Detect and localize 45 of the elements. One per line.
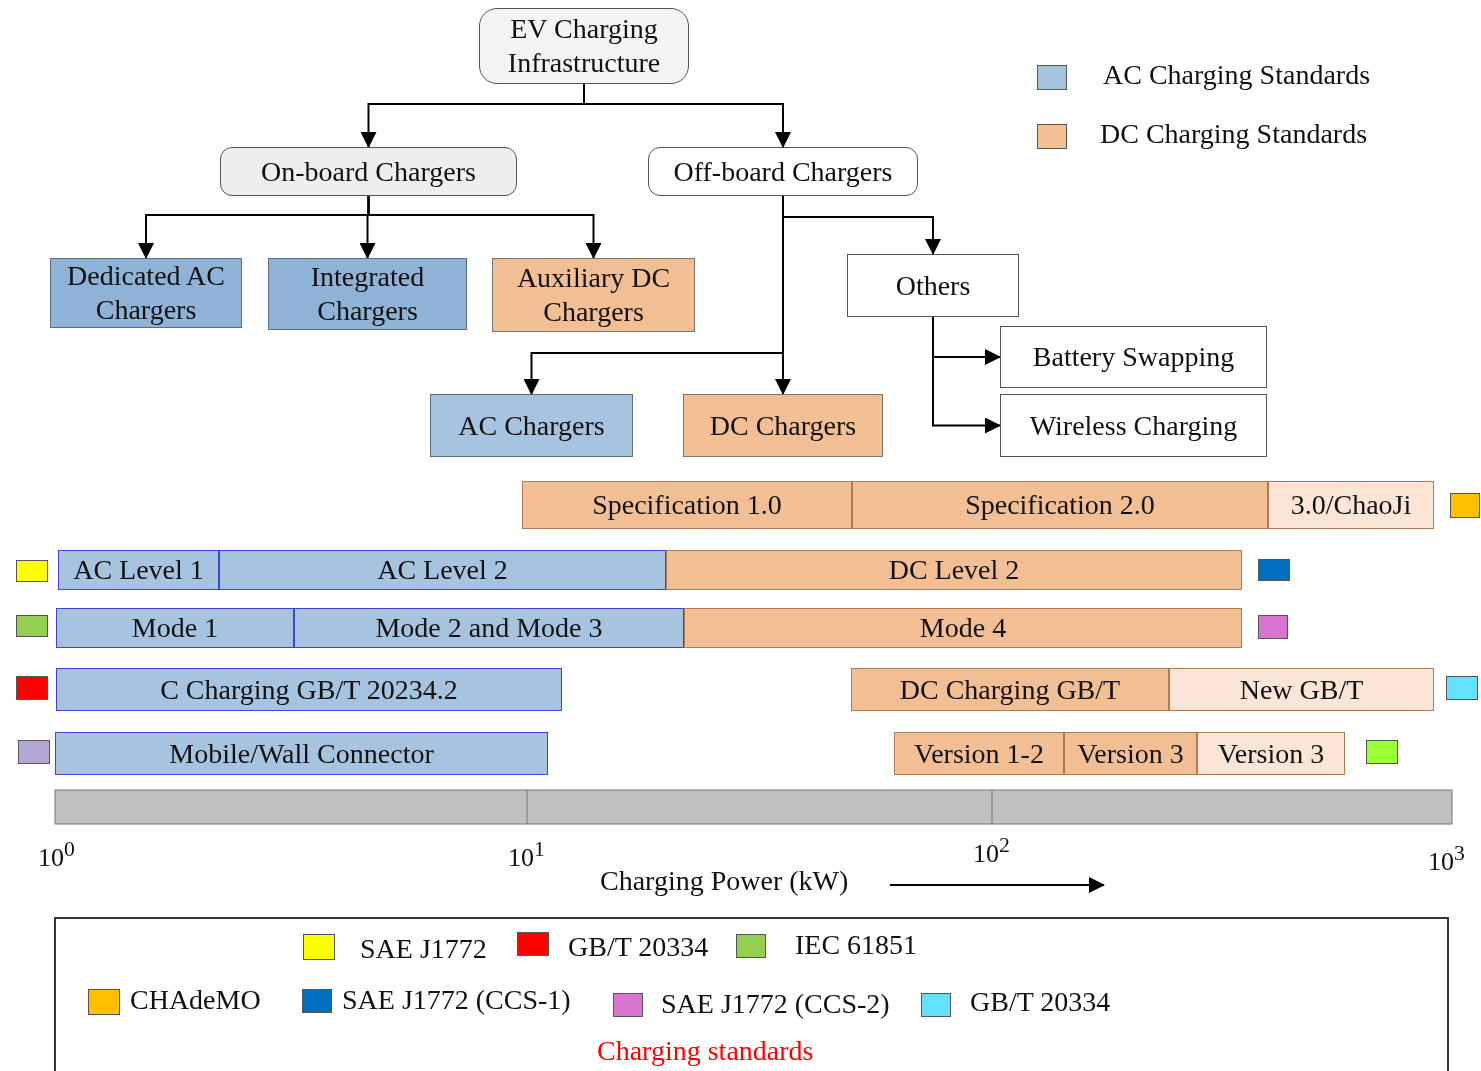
power-range-bar: DC Level 2 — [666, 550, 1242, 590]
category-box: AC Chargers — [430, 394, 633, 457]
power-range-bar: Mode 4 — [684, 608, 1242, 648]
legend-label: GB/T 20334 — [970, 987, 1111, 1018]
axis-title: Charging Power (kW) — [600, 866, 849, 897]
tick-label: 10$^{2}$ — [973, 834, 1010, 869]
power-range-bar: DC Charging GB/T — [851, 668, 1169, 711]
category-box: Others — [847, 254, 1019, 317]
legend-label: CHAdeMO — [130, 985, 261, 1016]
power-range-bar: AC Level 1 — [58, 550, 219, 590]
category-box: EV Charging Infrastructure — [479, 8, 689, 84]
power-range-bar: Mobile/Wall Connector — [55, 732, 548, 775]
power-range-bar: C Charging GB/T 20234.2 — [56, 668, 562, 711]
power-range-bar: Mode 2 and Mode 3 — [294, 608, 684, 648]
arrow — [932, 316, 1001, 434]
arrow — [775, 195, 791, 395]
category-box: On-board Chargers — [220, 147, 517, 196]
tick-label: 10$^{0}$ — [38, 838, 75, 873]
legend-label: SAE J1772 (CCS-1) — [342, 985, 571, 1016]
legend-label: SAE J1772 (CCS-2) — [661, 989, 890, 1020]
category-box: Wireless Charging — [1000, 394, 1267, 457]
legend-label: AC Charging Standards — [1103, 60, 1371, 91]
arrow — [367, 195, 602, 259]
tick-label: 10$^{3}$ — [1428, 842, 1465, 877]
category-box: Off-board Chargers — [648, 147, 918, 196]
power-range-bar: Specification 2.0 — [852, 481, 1268, 529]
category-box: Dedicated AC Chargers — [50, 258, 242, 328]
power-range-bar: Version 1-2 — [894, 732, 1064, 775]
category-box: Battery Swapping — [1000, 326, 1267, 388]
power-range-bar: Specification 1.0 — [522, 481, 852, 529]
tick-label: 10$^{1}$ — [508, 838, 545, 873]
power-range-bar: Mode 1 — [56, 608, 294, 648]
legend-label: IEC 61851 — [795, 930, 918, 961]
legend-label: SAE J1772 — [360, 934, 487, 965]
category-box: DC Chargers — [683, 394, 883, 457]
power-range-bar: Version 3 — [1197, 732, 1345, 775]
legend-label: GB/T 20334 — [568, 932, 709, 963]
legend-label: DC Charging Standards — [1100, 119, 1368, 150]
legend-caption: Charging standards — [597, 1036, 814, 1067]
category-box: Integrated Chargers — [268, 258, 467, 330]
power-range-bar: Version 3 — [1064, 732, 1197, 775]
power-range-bar: 3.0/ChaoJi — [1268, 481, 1434, 529]
power-range-bar: AC Level 2 — [219, 550, 666, 590]
power-range-bar: New GB/T — [1169, 668, 1434, 711]
category-box: Auxiliary DC Chargers — [492, 258, 695, 332]
